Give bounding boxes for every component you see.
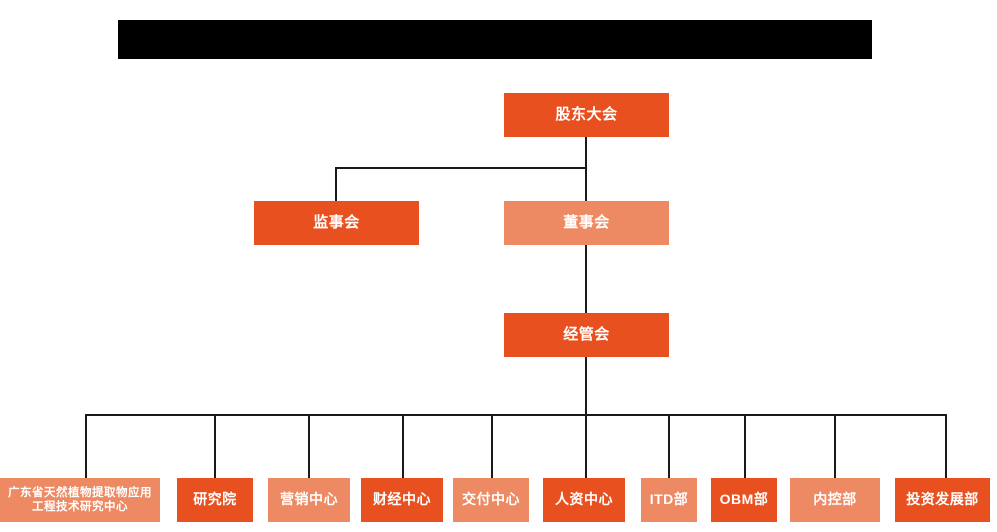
node-department-guangdong-research-center[interactable]: 广东省天然植物提取物应用工程技术研究中心 <box>0 478 160 522</box>
node-department-marketing-center[interactable]: 营销中心 <box>268 478 350 522</box>
node-department-investment-development[interactable]: 投资发展部 <box>895 478 990 522</box>
connector-level1-bar <box>335 167 587 169</box>
connector-drop-dept-9 <box>834 414 836 478</box>
connector-drop-dept-3 <box>308 414 310 478</box>
node-department-finance-center[interactable]: 财经中心 <box>361 478 443 522</box>
connector-departments-bus <box>85 414 946 416</box>
node-department-itd[interactable]: ITD部 <box>641 478 697 522</box>
connector-board-drop <box>585 167 587 201</box>
connector-drop-dept-6 <box>585 414 587 478</box>
node-department-research-institute[interactable]: 研究院 <box>177 478 253 522</box>
node-board-of-directors[interactable]: 董事会 <box>504 201 669 245</box>
connector-drop-dept-7 <box>668 414 670 478</box>
redacted-title-bar <box>118 20 872 59</box>
connector-supervisory-drop <box>335 167 337 201</box>
connector-drop-dept-5 <box>491 414 493 478</box>
connector-drop-dept-4 <box>402 414 404 478</box>
connector-board-to-management <box>585 245 587 313</box>
connector-management-stem <box>585 357 587 415</box>
connector-drop-dept-10 <box>945 414 947 478</box>
connector-drop-dept-1 <box>85 414 87 478</box>
node-shareholders-meeting[interactable]: 股东大会 <box>504 93 669 137</box>
connector-shareholders-stem <box>585 137 587 169</box>
connector-drop-dept-2 <box>214 414 216 478</box>
node-department-hr-center[interactable]: 人资中心 <box>543 478 625 522</box>
connector-drop-dept-8 <box>744 414 746 478</box>
node-management-committee[interactable]: 经管会 <box>504 313 669 357</box>
node-department-obm[interactable]: OBM部 <box>711 478 777 522</box>
node-supervisory-board[interactable]: 监事会 <box>254 201 419 245</box>
node-department-delivery-center[interactable]: 交付中心 <box>453 478 529 522</box>
node-department-internal-control[interactable]: 内控部 <box>790 478 880 522</box>
